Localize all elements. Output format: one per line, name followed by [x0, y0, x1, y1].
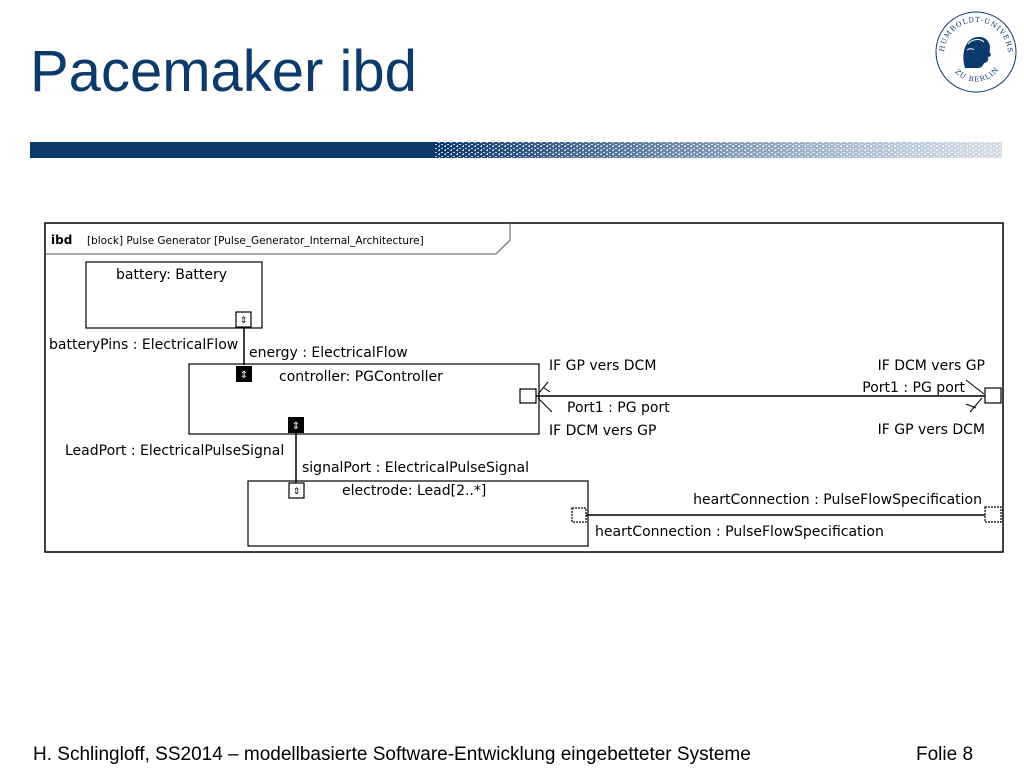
lead-port [288, 417, 304, 433]
controller-block-label: controller: PGController [279, 369, 443, 385]
electrode-block-label: electrode: Lead[2..*] [342, 483, 486, 499]
port1-outer-label: Port1 : PG port [862, 380, 965, 396]
lead-port-icon: ⇕ [292, 421, 300, 432]
signal-port [288, 482, 305, 499]
slide-title: Pacemaker ibd [30, 39, 417, 104]
lead-port-label: LeadPort : ElectricalPulseSignal [65, 443, 284, 459]
controller-port1 [519, 388, 537, 404]
battery-pins-label: batteryPins : ElectricalFlow [49, 337, 238, 353]
page-number: Folie 8 [916, 744, 974, 765]
footer-text: H. Schlingloff, SS2014 – modellbasierte … [33, 744, 751, 765]
energy-label: energy : ElectricalFlow [249, 345, 408, 361]
frame-heart-port [984, 506, 1002, 523]
ibd-frame-tab [45, 223, 511, 255]
title-divider-bar [30, 142, 1002, 158]
ibd-keyword: ibd [51, 233, 72, 247]
electrode-block [247, 480, 589, 547]
inner-interface-glyph [537, 381, 553, 413]
ibd-frame [44, 222, 1004, 553]
outer-interface-glyph [965, 379, 985, 413]
ibd-frame-title: [block] Pulse Generator [Pulse_Generator… [87, 235, 424, 247]
energy-port [236, 366, 252, 382]
if-dcm-gp-right-label: IF DCM vers GP [878, 358, 985, 374]
electrode-heart-port [571, 507, 587, 523]
energy-port-icon: ⇕ [240, 370, 248, 381]
university-seal-logo: HUMBOLDT-UNIVERSITÄT ZU BERLIN [932, 6, 1017, 93]
if-gp-dcm-left-label: IF GP vers DCM [549, 358, 656, 374]
if-gp-dcm-right-label: IF GP vers DCM [878, 422, 985, 438]
signal-port-icon: ⇕ [293, 487, 301, 497]
battery-block [85, 261, 263, 329]
battery-block-label: battery: Battery [116, 267, 227, 283]
heart-connection-bottom-label: heartConnection : PulseFlowSpecification [595, 524, 884, 540]
signal-port-label: signalPort : ElectricalPulseSignal [302, 460, 529, 476]
heart-connection-top-label: heartConnection : PulseFlowSpecification [693, 492, 982, 508]
frame-port1 [984, 387, 1002, 404]
if-dcm-gp-left-label: IF DCM vers GP [549, 423, 656, 439]
port1-inner-label: Port1 : PG port [567, 400, 670, 416]
battery-pins-port-icon: ⇕ [240, 316, 248, 326]
